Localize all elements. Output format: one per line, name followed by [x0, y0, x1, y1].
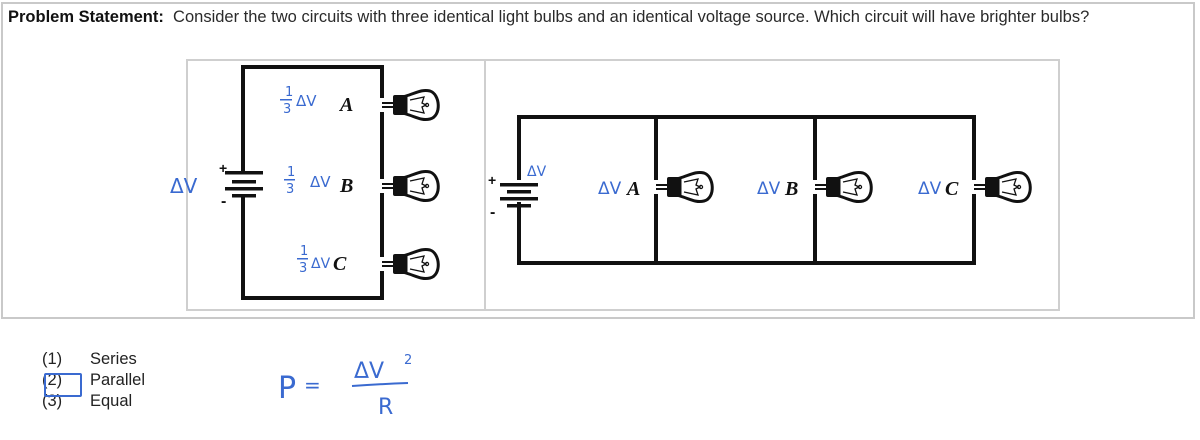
parallel-a-annotation: ΔV — [598, 179, 622, 199]
series-bulb-b-icon — [380, 169, 440, 203]
problem-box — [1, 2, 1195, 319]
parallel-c-annotation: ΔV — [918, 179, 942, 199]
series-a-annotation: ΔV — [296, 92, 317, 110]
choice-series[interactable]: (1) Series — [42, 349, 145, 370]
series-b-frac-bar — [284, 179, 295, 181]
formula-numerator: ΔV — [354, 359, 384, 384]
parallel-minus-sign: - — [490, 204, 495, 221]
formula-denominator: R — [378, 395, 393, 420]
series-c-frac-num: 1 — [300, 244, 308, 259]
series-bulb-c-icon — [380, 247, 440, 281]
series-circuit: + - ΔV 1 3 ΔV A 1 3 ΔV B 1 3 ΔV C — [170, 65, 440, 300]
series-minus-sign: - — [221, 193, 226, 210]
series-bulb-c-label: C — [333, 253, 347, 275]
parallel-battery-icon — [500, 183, 538, 208]
series-a-frac-den: 3 — [283, 102, 291, 117]
choice-label: Parallel — [90, 371, 146, 389]
selected-answer-marker — [44, 373, 82, 397]
parallel-bulb-c-label: C — [945, 178, 959, 200]
series-a-frac-num: 1 — [285, 85, 293, 100]
series-bulb-b-label: B — [339, 175, 353, 197]
parallel-source-annotation: ΔV — [527, 164, 547, 180]
series-c-frac-den: 3 — [299, 261, 307, 276]
formula-equals: = — [304, 373, 321, 397]
parallel-plus-sign: + — [488, 172, 496, 188]
parallel-bulb-a-icon — [654, 170, 714, 204]
handwritten-formula: P = ΔV 2 R — [278, 353, 412, 420]
series-b-frac-num: 1 — [287, 165, 295, 180]
series-c-annotation: ΔV — [311, 256, 331, 272]
parallel-wire-bottom — [517, 194, 976, 265]
series-a-frac-bar — [280, 99, 292, 101]
choice-label: Equal — [90, 392, 133, 410]
circuit-figure — [186, 59, 1060, 311]
series-b-frac-den: 3 — [286, 182, 294, 197]
series-plus-sign: + — [219, 160, 227, 176]
parallel-bulb-a-label: A — [625, 178, 640, 200]
formula-lhs: P — [278, 371, 296, 406]
formula-fraction-bar — [351, 382, 409, 387]
figure-divider — [484, 61, 486, 309]
series-battery-icon — [225, 171, 263, 198]
formula-exponent: 2 — [404, 353, 412, 368]
problem-statement: Problem Statement: Consider the two circ… — [8, 6, 1188, 29]
series-bulb-a-label: A — [338, 94, 353, 116]
parallel-bulb-b-icon — [813, 170, 873, 204]
series-b-annotation: ΔV — [310, 173, 331, 191]
parallel-circuit: + - ΔV ΔV A ΔV B ΔV C — [488, 115, 1032, 265]
problem-text: Consider the two circuits with three ide… — [173, 8, 1090, 26]
series-bulb-a-icon — [380, 88, 440, 122]
parallel-bulb-b-label: B — [784, 178, 798, 200]
series-wire-bottom — [241, 196, 384, 300]
choice-label: Series — [90, 350, 137, 368]
problem-label: Problem Statement: — [8, 8, 164, 26]
parallel-bulb-c-icon — [972, 170, 1032, 204]
choice-number: (2) — [42, 371, 63, 389]
series-c-frac-bar — [297, 258, 308, 260]
parallel-wire-top — [517, 115, 976, 180]
choice-parallel[interactable]: (2) Parallel — [42, 370, 145, 391]
series-source-annotation: ΔV — [170, 174, 198, 198]
series-wire-top — [241, 65, 384, 172]
parallel-b-annotation: ΔV — [757, 179, 781, 199]
choice-number: (1) — [42, 350, 63, 368]
